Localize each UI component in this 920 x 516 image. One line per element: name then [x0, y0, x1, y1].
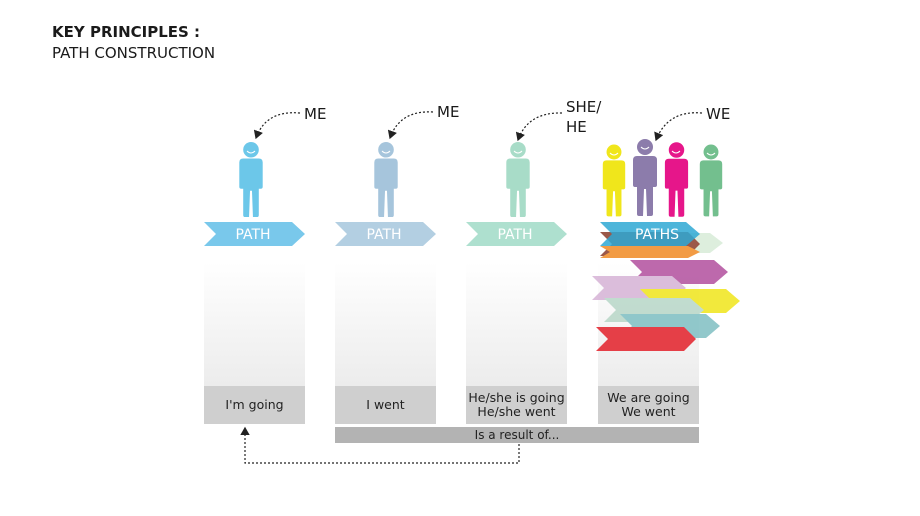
box-im-going: I'm going	[204, 386, 305, 424]
label-me-1: ME	[304, 105, 327, 123]
column-3	[466, 262, 567, 386]
arrow-we	[654, 112, 703, 142]
label-me-2: ME	[437, 103, 460, 121]
box-1-text: I'm going	[225, 397, 284, 412]
arrow-she-he	[515, 112, 563, 142]
box-he-she: He/she is going He/she went	[466, 386, 567, 424]
path-label-4: PATHS	[634, 227, 679, 243]
smiley-faces	[246, 146, 716, 156]
path-label-3: PATH	[497, 227, 533, 243]
path-arrow-1	[204, 222, 305, 246]
result-bar: Is a result of...	[335, 427, 699, 443]
arrow-me-1	[253, 112, 301, 140]
page-title: KEY PRINCIPLES : PATH CONSTRUCTION	[52, 22, 215, 64]
column-2	[335, 262, 436, 386]
title-line-1: KEY PRINCIPLES :	[52, 23, 201, 41]
box-i-went: I went	[335, 386, 436, 424]
label-we: WE	[706, 105, 731, 123]
label-she-he: SHE/ HE	[566, 98, 602, 136]
path-arrow-3	[466, 222, 567, 246]
box-4-text: We are going We went	[607, 390, 690, 419]
path-label-1: PATH	[235, 227, 271, 243]
column-1	[204, 262, 305, 386]
path-arrow-2	[335, 222, 436, 246]
title-line-2: PATH CONSTRUCTION	[52, 44, 216, 62]
paths-stack	[592, 232, 740, 351]
path-label-2: PATH	[366, 227, 402, 243]
box-we: We are going We went	[598, 386, 699, 424]
figure-we-purple	[633, 139, 657, 216]
arrow-me-2	[387, 111, 434, 140]
box-2-text: I went	[366, 397, 405, 412]
path-arrow-4	[600, 222, 700, 246]
feedback-arrow	[240, 426, 520, 464]
box-3-text: He/she is going He/she went	[468, 390, 565, 419]
